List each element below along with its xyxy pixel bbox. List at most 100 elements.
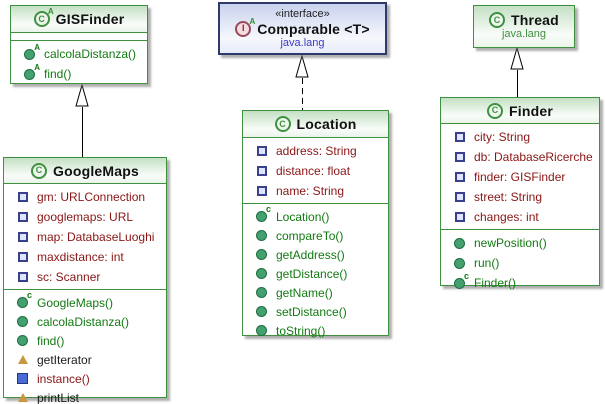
edge-line xyxy=(516,70,518,97)
member-row: getAddress() xyxy=(243,245,388,264)
member-icon-slot xyxy=(452,212,467,222)
member-row: setDistance() xyxy=(243,302,388,321)
member-label: city: String xyxy=(474,130,531,144)
member-row: GoogleMaps() xyxy=(4,290,166,312)
member-icon-slot xyxy=(15,373,30,384)
member-icon-slot xyxy=(452,172,467,182)
member-label: newPosition() xyxy=(474,236,547,250)
member-icon-slot xyxy=(15,335,30,346)
field-icon xyxy=(17,232,28,242)
member-label: toString() xyxy=(276,323,326,338)
member-label: maxdistance: int xyxy=(37,250,124,264)
field-icon xyxy=(454,172,465,182)
member-row: printList xyxy=(4,388,166,404)
method-icon xyxy=(454,237,465,249)
member-row: getIterator xyxy=(4,350,166,369)
method-icon xyxy=(256,325,267,336)
member-row: city: String xyxy=(441,127,599,147)
member-icon-slot xyxy=(254,249,269,260)
member-row: run() xyxy=(441,253,599,273)
member-icon-slot xyxy=(254,186,269,196)
class-header: GoogleMaps xyxy=(4,158,166,184)
member-row: gm: URLConnection xyxy=(4,187,166,207)
package-label: java.lang xyxy=(280,36,325,49)
member-label: compareTo() xyxy=(276,228,344,243)
member-label: calcolaDistanza() xyxy=(44,47,137,61)
fields-compartment: address: String distance: float name: Stri… xyxy=(243,138,388,204)
realization-edge-location-to-comparable[interactable] xyxy=(295,55,309,110)
class-node-thread[interactable]: Thread java.lang xyxy=(473,5,575,48)
member-row: getName() xyxy=(243,283,388,302)
class-node-finder[interactable]: Finder city: String db: DatabaseRicerche f… xyxy=(440,97,600,290)
fields-compartment: city: String db: DatabaseRicerche finder: … xyxy=(441,124,599,230)
class-node-gisfinder[interactable]: GISFinder calcolaDistanza() find() xyxy=(10,5,148,84)
member-icon-slot xyxy=(15,272,30,282)
field-icon xyxy=(454,152,465,162)
field-icon xyxy=(454,192,465,202)
method-icon xyxy=(256,268,267,279)
member-label: getAddress() xyxy=(276,247,345,262)
member-row: Location() xyxy=(243,204,388,226)
static-method-icon xyxy=(17,373,28,384)
abstract-method-icon xyxy=(24,63,40,80)
member-icon-slot xyxy=(254,166,269,176)
member-icon-slot xyxy=(15,393,30,402)
field-icon xyxy=(256,146,267,156)
member-label: googlemaps: URL xyxy=(37,210,134,224)
member-row: newPosition() xyxy=(441,233,599,253)
member-label: printList xyxy=(37,390,80,404)
member-icon-slot xyxy=(22,43,40,60)
member-label: instance() xyxy=(37,371,90,386)
member-label: db: DatabaseRicerche xyxy=(474,150,593,164)
class-header: Thread java.lang xyxy=(474,6,574,47)
class-title: Location xyxy=(296,116,357,132)
member-label: getDistance() xyxy=(276,266,348,281)
member-label: gm: URLConnection xyxy=(37,190,146,204)
method-icon xyxy=(256,306,267,317)
inheritance-edge-googlemaps-to-gisfinder[interactable] xyxy=(75,84,89,157)
member-icon-slot xyxy=(15,232,30,242)
class-node-googlemaps[interactable]: GoogleMaps gm: URLConnection googlemaps: … xyxy=(3,157,167,404)
member-label: getIterator xyxy=(37,352,92,367)
class-node-location[interactable]: Location address: String distance: float n… xyxy=(242,110,389,338)
member-label: find() xyxy=(44,67,72,81)
interface-node-comparable[interactable]: «interface» Comparable <T> java.lang xyxy=(218,2,387,55)
class-title: Finder xyxy=(509,102,553,119)
member-row: sc: Scanner xyxy=(4,267,166,287)
member-row: getDistance() xyxy=(243,264,388,283)
member-row: Finder() xyxy=(441,271,599,293)
member-label: Finder() xyxy=(474,276,517,290)
method-icon xyxy=(256,230,267,241)
class-header: GISFinder xyxy=(11,6,147,33)
member-label: Location() xyxy=(276,209,330,224)
triangle-icon xyxy=(17,355,28,364)
inheritance-edge-finder-to-thread[interactable] xyxy=(510,47,524,97)
field-icon xyxy=(256,166,267,176)
member-row: finder: GISFinder xyxy=(441,167,599,187)
member-icon-slot xyxy=(452,257,467,269)
member-label: getName() xyxy=(276,285,333,300)
member-label: sc: Scanner xyxy=(37,270,101,284)
member-row: find() xyxy=(4,331,166,350)
member-row: address: String xyxy=(243,141,388,161)
member-label: distance: float xyxy=(276,164,351,178)
member-row: maxdistance: int xyxy=(4,247,166,267)
constructor-icon xyxy=(454,271,469,289)
class-icon xyxy=(489,12,506,28)
member-label: find() xyxy=(37,333,65,348)
member-icon-slot xyxy=(22,63,40,80)
member-row: instance() xyxy=(4,369,166,388)
member-icon-slot xyxy=(15,355,30,364)
member-icon-slot xyxy=(452,132,467,142)
member-label: setDistance() xyxy=(276,304,347,319)
member-row: name: String xyxy=(243,181,388,201)
fields-compartment xyxy=(11,33,147,41)
member-label: GoogleMaps() xyxy=(37,295,114,310)
hollow-triangle-arrowhead-icon xyxy=(510,47,524,70)
member-label: run() xyxy=(474,256,500,270)
constructor-icon xyxy=(256,204,271,222)
class-title: GoogleMaps xyxy=(52,162,139,179)
triangle-icon xyxy=(17,393,28,402)
methods-compartment: Location() compareTo() getAddress() getDist… xyxy=(243,204,388,342)
